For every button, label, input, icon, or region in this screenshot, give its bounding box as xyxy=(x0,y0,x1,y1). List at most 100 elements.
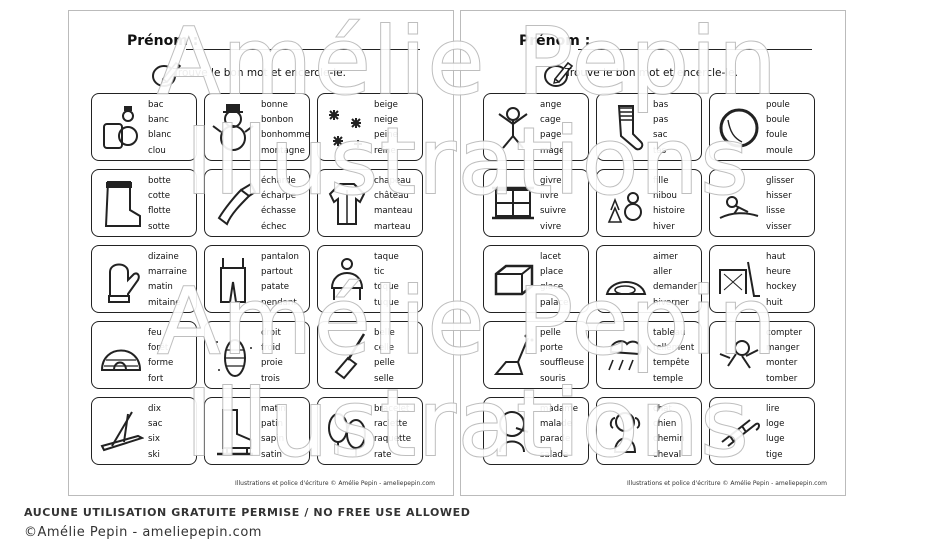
word-option[interactable]: fille xyxy=(653,176,669,186)
word-option[interactable]: celle xyxy=(374,343,395,354)
word-option[interactable]: demander xyxy=(653,282,698,293)
word-option[interactable]: chien xyxy=(653,419,677,430)
word-option[interactable]: madame xyxy=(540,404,579,414)
word-option[interactable]: tableau xyxy=(653,328,686,338)
word-option[interactable]: satin xyxy=(261,449,282,460)
word-option[interactable]: bonbon xyxy=(261,115,294,126)
word-option[interactable]: glace xyxy=(540,282,564,293)
word-option[interactable]: sac xyxy=(148,419,163,430)
word-option[interactable]: patate xyxy=(261,282,290,293)
word-option[interactable]: échasse xyxy=(261,206,296,217)
word-option[interactable]: souffleuse xyxy=(540,358,584,369)
word-option[interactable]: banc xyxy=(148,115,169,126)
word-option[interactable]: froid xyxy=(261,343,281,354)
word-option[interactable]: place xyxy=(540,267,564,278)
word-option[interactable]: raclette xyxy=(374,419,408,430)
word-option[interactable]: lisse xyxy=(766,206,786,217)
word-option[interactable]: dizaine xyxy=(148,252,179,262)
word-option[interactable]: dix xyxy=(148,404,161,414)
word-option[interactable]: chapeau xyxy=(374,176,411,186)
word-option[interactable]: heure xyxy=(766,267,791,278)
word-option[interactable]: vivre xyxy=(540,221,562,232)
word-option[interactable]: selle xyxy=(374,373,394,384)
word-option[interactable]: tuque xyxy=(374,297,400,308)
word-option[interactable]: matin xyxy=(148,282,173,293)
word-option[interactable]: haut xyxy=(766,252,786,262)
word-option[interactable]: poule xyxy=(766,100,790,110)
word-option[interactable]: forêt xyxy=(148,343,169,354)
word-option[interactable]: livre xyxy=(540,191,559,202)
word-option[interactable]: clou xyxy=(148,145,166,156)
word-option[interactable]: givre xyxy=(540,176,562,186)
word-option[interactable]: ski xyxy=(148,449,160,460)
word-option[interactable]: loge xyxy=(766,419,785,430)
word-option[interactable]: page xyxy=(540,130,562,141)
word-option[interactable]: flotte xyxy=(148,206,171,217)
word-option[interactable]: histoire xyxy=(653,206,685,217)
word-option[interactable]: ange xyxy=(540,100,562,110)
word-option[interactable]: cotte xyxy=(148,191,171,202)
word-option[interactable]: partout xyxy=(261,267,293,278)
word-option[interactable]: pelle xyxy=(374,358,395,369)
word-option[interactable]: marteau xyxy=(374,221,411,232)
word-option[interactable]: salade xyxy=(540,449,569,460)
word-option[interactable]: luge xyxy=(766,434,785,445)
word-option[interactable]: bac xyxy=(148,100,164,110)
word-option[interactable]: souris xyxy=(540,373,566,384)
word-option[interactable]: cheval xyxy=(653,449,682,460)
word-option[interactable]: pas xyxy=(653,115,669,126)
word-option[interactable]: montagne xyxy=(261,145,305,156)
word-option[interactable]: hiver xyxy=(653,221,675,232)
word-option[interactable]: peine xyxy=(374,130,398,141)
word-option[interactable]: pendant xyxy=(261,297,297,308)
word-option[interactable]: parade xyxy=(540,434,571,445)
word-option[interactable]: beige xyxy=(374,100,398,110)
word-option[interactable]: tic xyxy=(374,267,385,278)
word-option[interactable]: hibou xyxy=(653,191,677,202)
word-option[interactable]: proie xyxy=(261,358,283,369)
word-option[interactable]: moule xyxy=(766,145,793,156)
word-option[interactable]: pantalon xyxy=(261,252,299,262)
word-option[interactable]: belle xyxy=(374,328,395,338)
word-option[interactable]: bonhomme xyxy=(261,130,310,141)
word-option[interactable]: raquette xyxy=(374,434,412,445)
word-option[interactable]: écharde xyxy=(261,176,296,186)
word-option[interactable]: lire xyxy=(766,404,780,414)
word-option[interactable]: hiverner xyxy=(653,297,689,308)
word-option[interactable]: lacet xyxy=(540,252,562,262)
word-option[interactable]: sac xyxy=(653,130,668,141)
word-option[interactable]: tige xyxy=(766,449,783,460)
word-option[interactable]: tellement xyxy=(653,343,695,354)
word-option[interactable]: fort xyxy=(148,373,164,384)
word-option[interactable]: matin xyxy=(261,404,286,414)
word-option[interactable]: porte xyxy=(540,343,563,354)
word-option[interactable]: aller xyxy=(653,267,672,278)
word-option[interactable]: échec xyxy=(261,221,287,232)
word-option[interactable]: patin xyxy=(261,419,283,430)
word-option[interactable]: rate xyxy=(374,449,392,460)
word-option[interactable]: bas xyxy=(653,100,669,110)
word-option[interactable]: temple xyxy=(653,373,684,384)
word-option[interactable]: trois xyxy=(261,373,280,384)
word-option[interactable]: hockey xyxy=(766,282,797,293)
word-option[interactable]: cage xyxy=(540,115,561,126)
word-option[interactable]: mitaine xyxy=(148,297,181,308)
word-option[interactable]: écharpe xyxy=(261,191,297,202)
word-option[interactable]: six xyxy=(148,434,160,445)
word-option[interactable]: compter xyxy=(766,328,802,338)
word-option[interactable]: bonne xyxy=(261,100,288,110)
word-option[interactable]: tempête xyxy=(653,358,690,369)
word-option[interactable]: malade xyxy=(540,419,573,430)
word-option[interactable]: neige xyxy=(374,115,398,126)
word-option[interactable]: manteau xyxy=(374,206,413,217)
word-option[interactable]: marraine xyxy=(148,267,187,278)
word-option[interactable]: chat xyxy=(653,404,672,414)
word-option[interactable]: bracelet xyxy=(374,404,410,414)
word-option[interactable]: château xyxy=(374,191,409,202)
word-option[interactable]: foule xyxy=(766,130,788,141)
word-option[interactable]: suivre xyxy=(540,206,567,217)
word-option[interactable]: pelle xyxy=(540,328,561,338)
word-option[interactable]: aimer xyxy=(653,252,678,262)
word-option[interactable]: feu xyxy=(148,328,162,338)
word-option[interactable]: tomber xyxy=(766,373,798,384)
